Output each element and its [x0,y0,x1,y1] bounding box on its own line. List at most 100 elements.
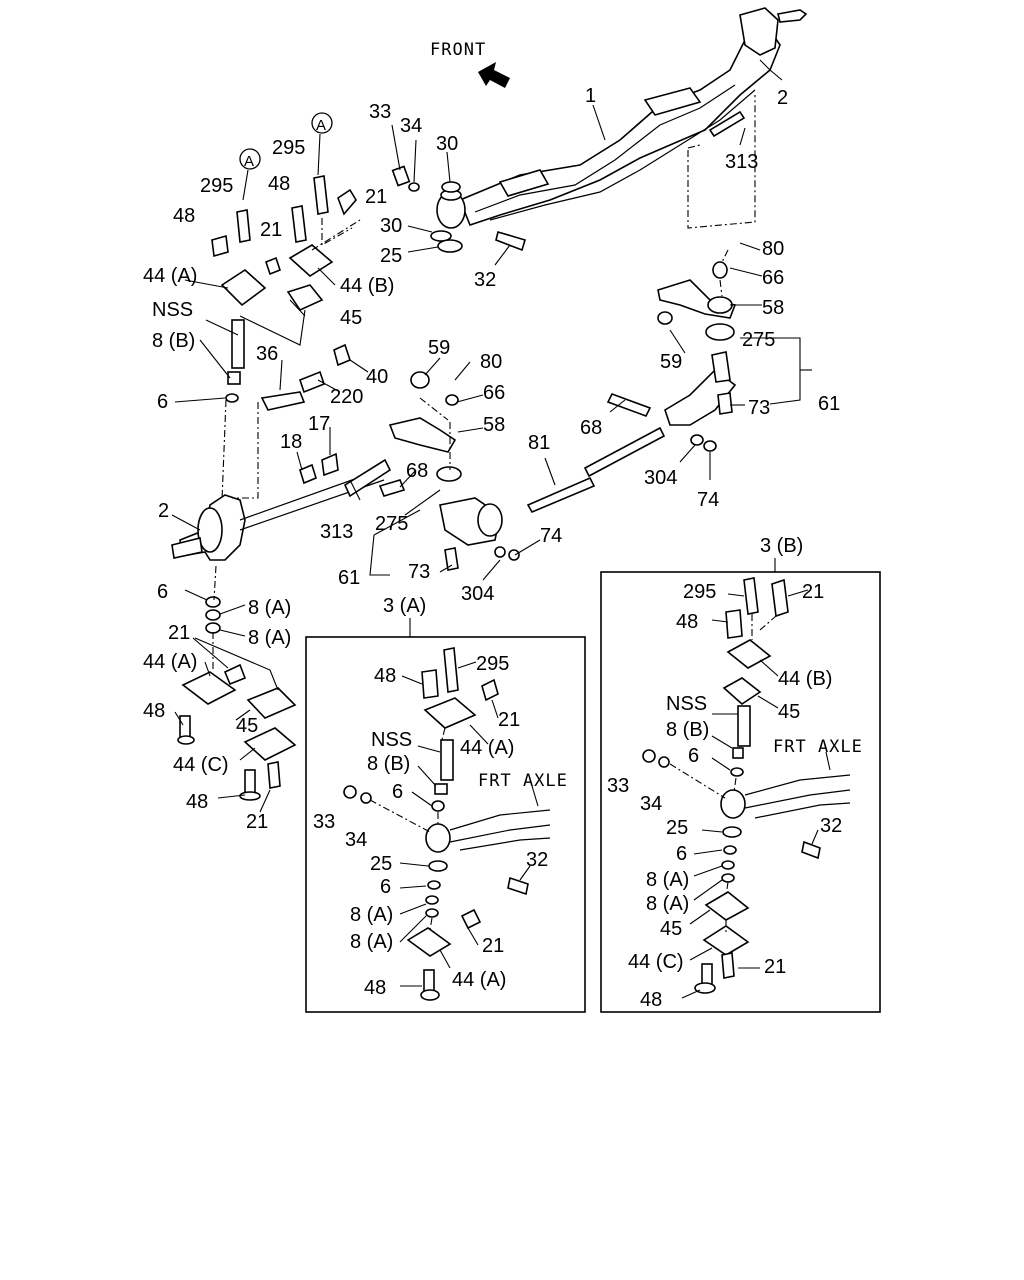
right-steering-arm [657,261,737,452]
callout-304-2: 304 [644,467,677,489]
inset-3b-callout-32: 32 [820,815,842,837]
inset-3a-frame [305,636,586,1013]
callout-8b-1: 8 (B) [152,330,195,352]
callout-48-2: 48 [268,173,290,195]
callout-21-3: 21 [168,622,190,644]
callout-21-1: 21 [260,219,282,241]
callout-44a-2: 44 (A) [143,651,197,673]
inset-3a: 3 (A) FRT AXLE [305,595,586,1013]
inset-3a-callout-44a: 44 (A) [460,737,514,759]
callout-17: 17 [308,413,330,435]
callout-80-1: 80 [480,351,502,373]
front-arrow-icon [478,62,510,88]
callout-44b-1: 44 (B) [340,275,394,297]
inset-3b: 3 (B) FRT AXLE [600,535,881,1013]
callout-74-2: 74 [697,489,719,511]
callout-48-4: 48 [186,791,208,813]
callout-68-1: 68 [406,460,428,482]
front-label: FRONT [430,40,486,60]
inset-3b-callout-45b: 45 [660,918,682,940]
callout-73-2: 73 [748,397,770,419]
inset-3b-callout-6b: 6 [676,843,687,865]
front-arrow: FRONT [430,40,510,88]
callout-21-4: 21 [246,811,268,833]
inset-3a-callout-44a2: 44 (A) [452,969,506,991]
circle-a-markers: A A [239,112,333,201]
callout-74-1: 74 [540,525,562,547]
callout-220: 220 [330,386,363,408]
callout-304-1: 304 [461,583,494,605]
callout-73-1: 73 [408,561,430,583]
inset-3a-callout-21: 21 [498,709,520,731]
inset-3b-callout-44c: 44 (C) [628,951,684,973]
left-kingpin-stack [211,175,357,411]
callout-8a-1: 8 (A) [248,597,291,619]
callout-44a-1: 44 (A) [143,265,197,287]
callout-313-top: 313 [725,151,758,173]
callout-48-1: 48 [173,205,195,227]
callout-25: 25 [380,245,402,267]
callout-58-2: 58 [762,297,784,319]
inset-3b-callout-25: 25 [666,817,688,839]
inset-3b-callout-6: 6 [688,745,699,767]
inset-3a-callout-6b: 6 [380,876,391,898]
callout-80-2: 80 [762,238,784,260]
callout-36: 36 [256,343,278,365]
callout-295-1: 295 [200,175,233,197]
callout-1: 1 [585,85,596,107]
center-steering-arm [378,371,520,571]
callout-45-1: 45 [340,307,362,329]
callout-8a-2: 8 (A) [248,627,291,649]
inset-3b-callout-21b: 21 [764,956,786,978]
inset-3b-callout-21: 21 [802,581,824,603]
inset-3a-callout-8a2: 8 (A) [350,931,393,953]
callout-6-1: 6 [157,391,168,413]
circle-a-label-1: A [244,153,254,170]
callout-295-2: 295 [272,137,305,159]
inset-3a-callout-48b: 48 [364,977,386,999]
callout-59-2: 59 [660,351,682,373]
callout-275-2: 275 [742,329,775,351]
callout-2-left: 2 [158,500,169,522]
inset-3b-callout-8b: 8 (B) [666,719,709,741]
axle-beam [436,7,808,229]
callout-30-top: 30 [436,133,458,155]
inset-3b-title: 3 (B) [760,535,803,557]
inset-3a-callout-6: 6 [392,781,403,803]
inset-3a-callout-33: 33 [313,811,335,833]
callout-32: 32 [474,269,496,291]
inset-3b-callout-44b: 44 (B) [778,668,832,690]
inset-3a-callout-nss: NSS [371,729,412,751]
callout-6-2: 6 [157,581,168,603]
inset-3b-frame [600,571,881,1013]
inset-3a-axle-label: FRT AXLE [478,771,568,791]
callout-58-1: 58 [483,414,505,436]
inset-3a-callout-21b: 21 [482,935,504,957]
callout-81: 81 [528,432,550,454]
inset-3a-title: 3 (A) [383,595,426,617]
inset-3b-callout-nss: NSS [666,693,707,715]
inset-3b-callout-295: 295 [683,581,716,603]
drag-link [526,393,666,514]
callout-30-mid: 30 [380,215,402,237]
callout-33: 33 [369,101,391,123]
callout-44c-1: 44 (C) [173,754,229,776]
left-lower-stack [177,596,297,801]
inset-3b-callout-8a1: 8 (A) [646,869,689,891]
inset-3b-callout-33: 33 [607,775,629,797]
inset-3a-callout-32: 32 [526,849,548,871]
callout-59-1: 59 [428,337,450,359]
inset-3a-callout-48: 48 [374,665,396,687]
inset-3b-callout-48: 48 [676,611,698,633]
callout-61-2: 61 [818,393,840,415]
inset-3b-callout-48b: 48 [640,989,662,1011]
circle-a-label-2: A [316,117,326,134]
inset-3b-axle-label: FRT AXLE [773,737,863,757]
beam-small-parts [391,110,746,253]
inset-3a-callout-34: 34 [345,829,367,851]
callout-275-1: 275 [375,513,408,535]
main-leader-lines [171,59,812,813]
callout-18: 18 [280,431,302,453]
